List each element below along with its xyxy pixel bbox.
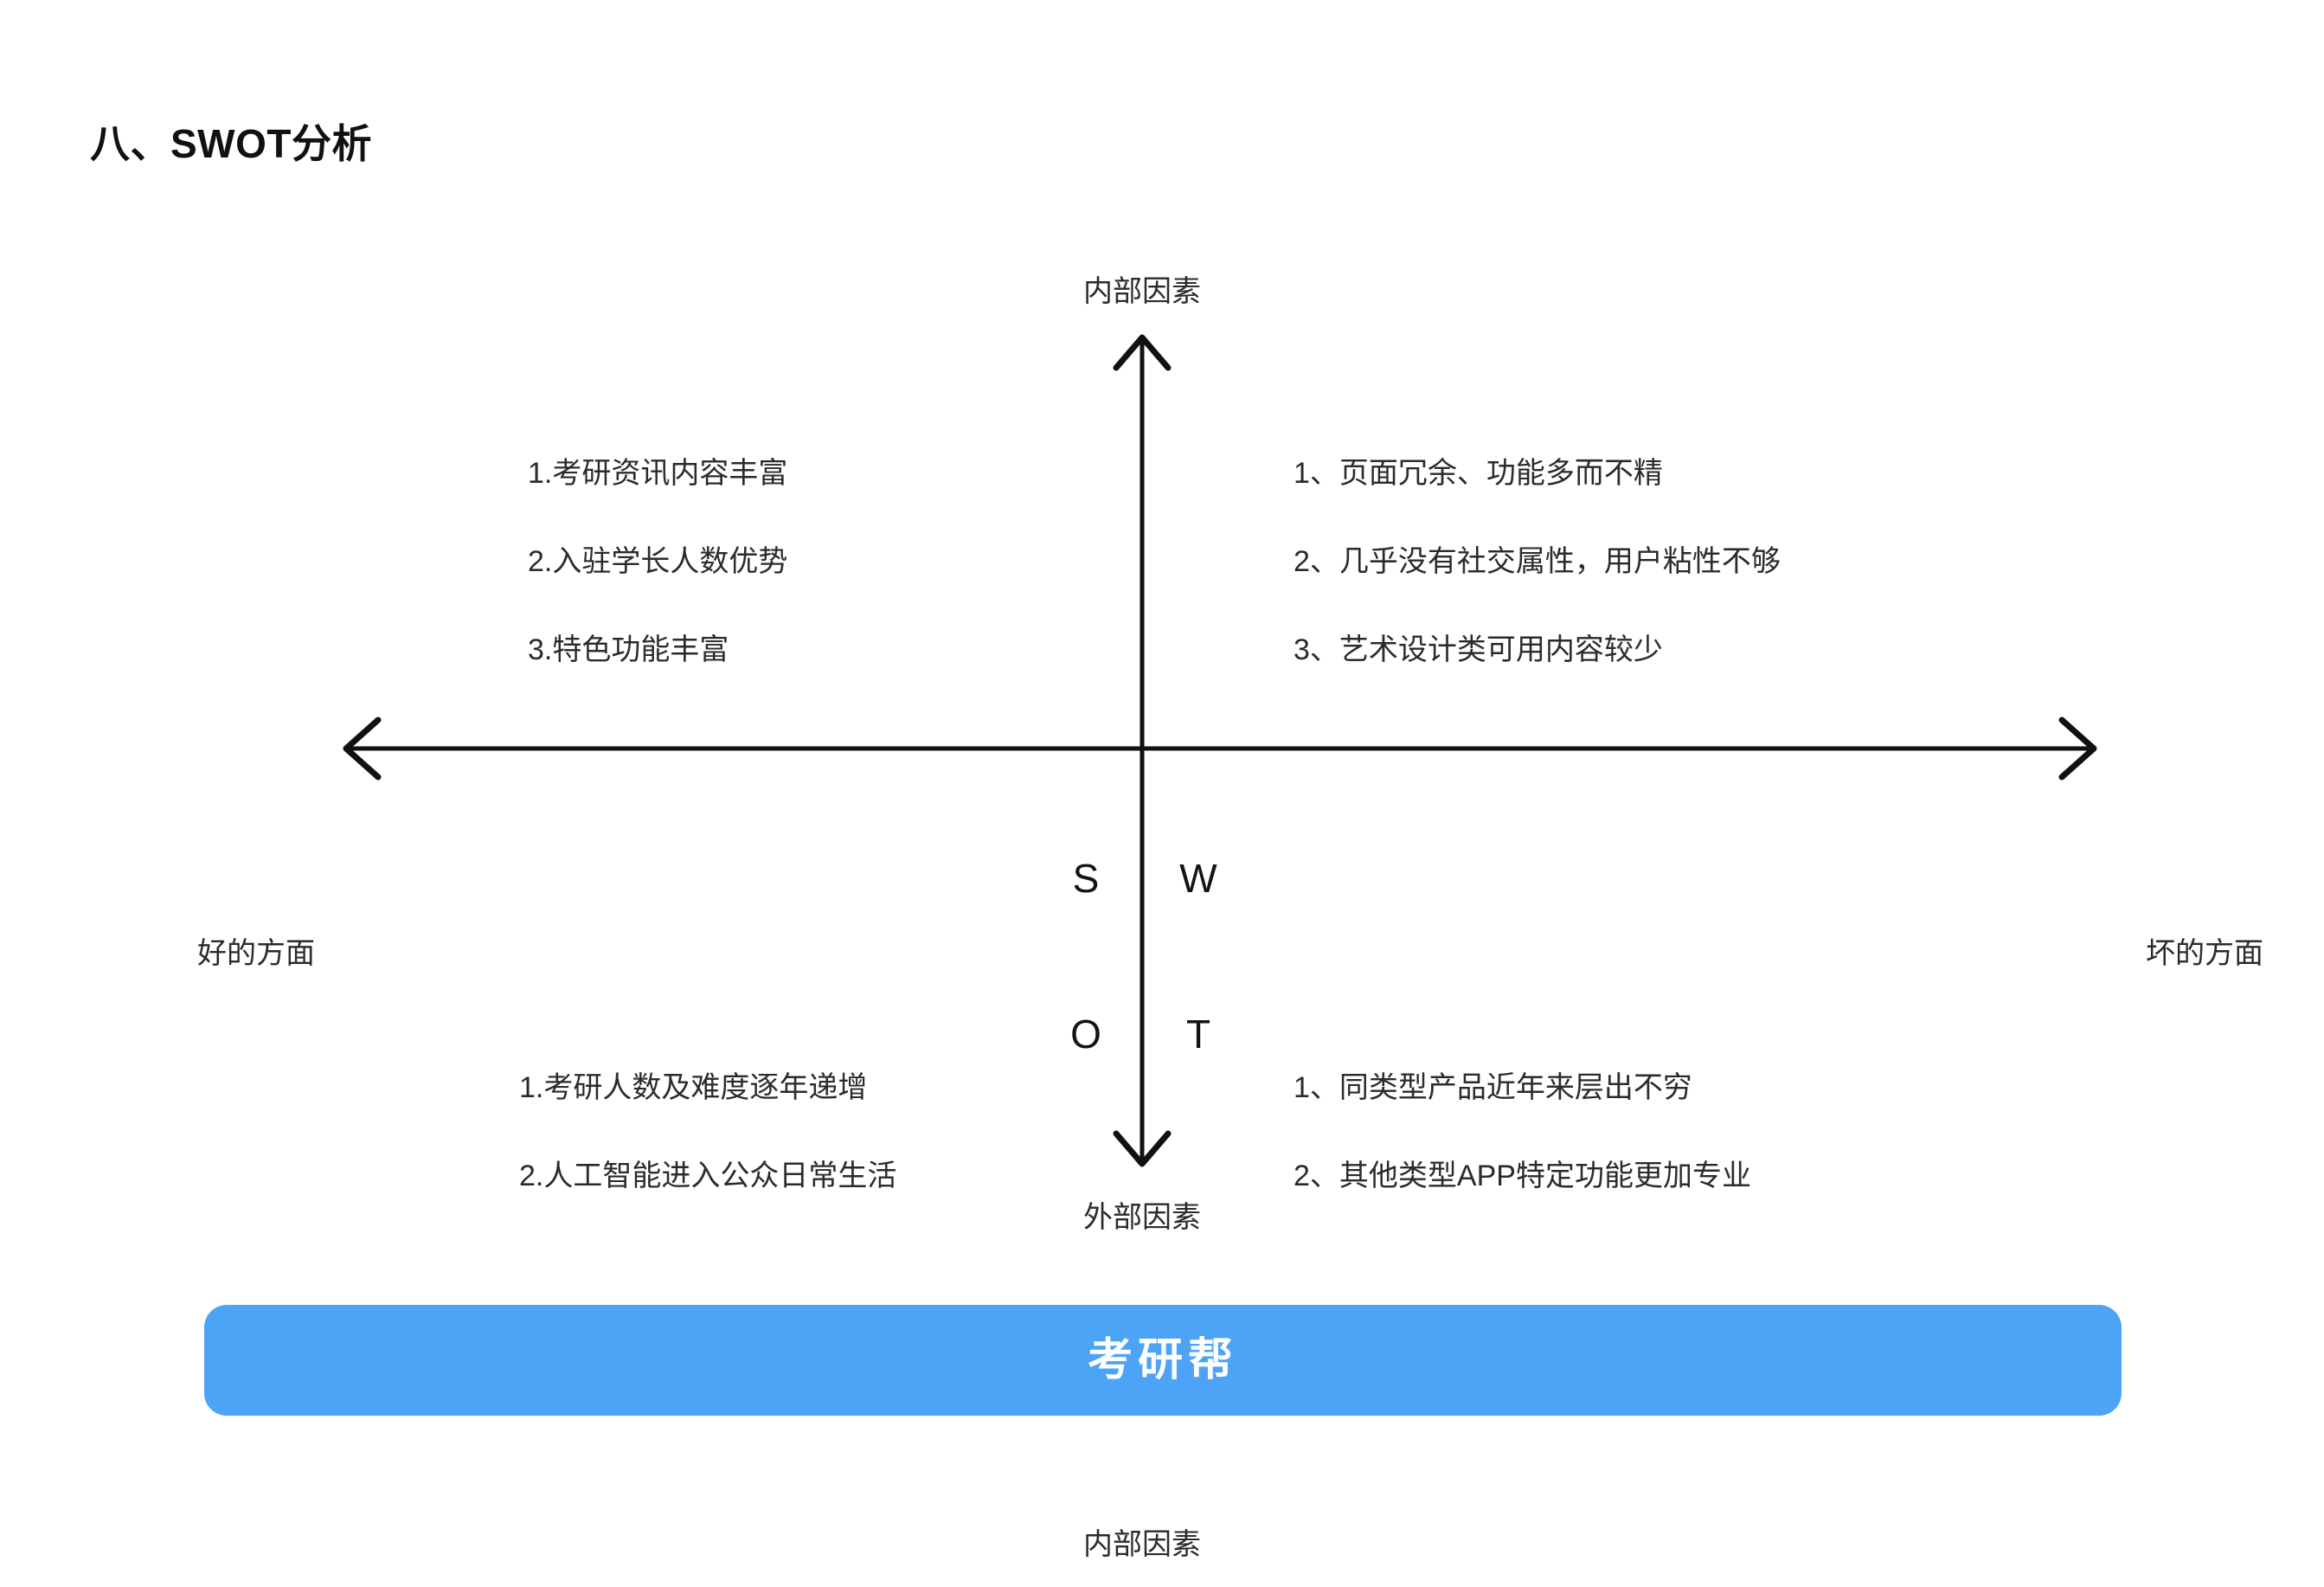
- swot-axes-svg: [343, 334, 2097, 1167]
- brand-banner: 考研帮: [204, 1305, 2122, 1416]
- quadrant-strengths: 1.考研资讯内容丰富 2.入驻学长人数优势 3.特色功能丰富: [528, 459, 787, 665]
- list-item: 1.考研人数及难度逐年递增: [519, 1071, 868, 1104]
- axis-arrow-right-icon: [2058, 716, 2097, 781]
- list-item: 2、几乎没有社交属性，用户粘性不够: [1294, 545, 1781, 578]
- quadrant-letter-w: W: [1179, 856, 1217, 901]
- quadrant-letter-o: O: [1070, 1012, 1101, 1057]
- quadrant-threats: 1、同类型产品近年来层出不穷 2、其他类型APP特定功能更加专业: [1294, 1073, 1751, 1191]
- list-item: 1.考研资讯内容丰富: [528, 457, 788, 490]
- quadrant-opportunities: 1.考研人数及难度逐年递增 2.人工智能进入公众日常生活: [519, 1073, 896, 1191]
- page-title: 八、SWOT分析: [90, 121, 372, 166]
- axis-arrow-down-icon: [1113, 1130, 1172, 1167]
- list-item: 2、其他类型APP特定功能更加专业: [1294, 1160, 1751, 1192]
- list-item: 2.人工智能进入公众日常生活: [519, 1160, 897, 1192]
- list-item: 1、页面冗余、功能多而不精: [1294, 457, 1663, 490]
- axis-arrow-left-icon: [343, 716, 382, 781]
- axis-label-positive-left: 好的方面: [197, 937, 315, 970]
- axis-arrow-up-icon: [1113, 334, 1172, 371]
- axis-label-negative-right: 坏的方面: [2146, 937, 2263, 970]
- swot-diagram: 内部因素 外部因素 好的方面 坏的方面 S W O T 1.考研资讯内容丰富 2…: [0, 208, 2324, 1281]
- axis-label-internal-top: 内部因素: [1083, 275, 1201, 308]
- list-item: 1、同类型产品近年来层出不穷: [1294, 1071, 1692, 1104]
- list-item: 2.入驻学长人数优势: [528, 545, 788, 578]
- quadrant-letter-s: S: [1072, 856, 1100, 901]
- quadrant-letter-t: T: [1185, 1012, 1211, 1057]
- brand-banner-label: 考研帮: [1087, 1335, 1238, 1385]
- list-item: 3、艺术设计类可用内容较少: [1294, 633, 1663, 666]
- list-item: 3.特色功能丰富: [528, 633, 729, 666]
- footer-caption: 内部因素: [1083, 1528, 1201, 1561]
- axis-label-external-bottom: 外部因素: [1083, 1201, 1201, 1234]
- quadrant-weaknesses: 1、页面冗余、功能多而不精 2、几乎没有社交属性，用户粘性不够 3、艺术设计类可…: [1294, 459, 1781, 665]
